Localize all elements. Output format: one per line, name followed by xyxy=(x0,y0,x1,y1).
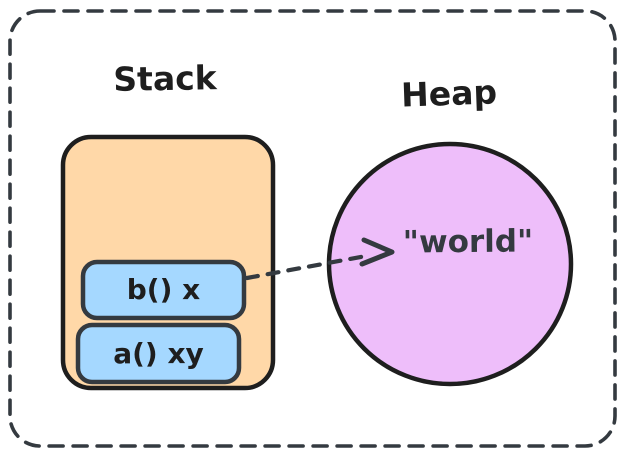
stack-frame-a-box xyxy=(75,322,242,385)
heap-title: Heap xyxy=(400,72,498,115)
pointer-arrow-line xyxy=(244,253,369,281)
outer-dashed-border xyxy=(8,9,617,448)
pointer-arrowhead-icon xyxy=(359,237,395,267)
stack-frame-a-label: a() xy xyxy=(113,336,204,370)
heap-value-label: "world" xyxy=(402,223,534,261)
stack-frame-b-label: b() x xyxy=(126,273,201,306)
stack-title: Stack xyxy=(113,58,217,99)
stack-frame-b-box xyxy=(80,259,247,321)
